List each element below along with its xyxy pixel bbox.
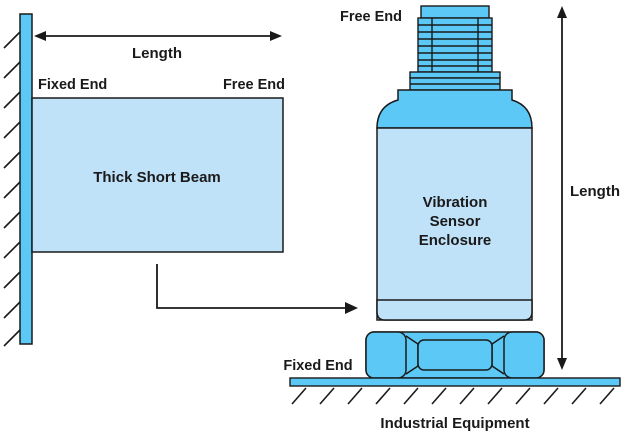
sensor-threaded-connector xyxy=(409,5,501,91)
sensor-length-label: Length xyxy=(570,183,620,200)
sensor-free-end-label: Free End xyxy=(340,9,402,25)
wall-hatching xyxy=(3,31,21,347)
fixed-wall xyxy=(19,13,33,345)
beam-length-arrow xyxy=(34,31,282,41)
sensor-length-arrow xyxy=(557,6,567,370)
enclosure-label-line2: Sensor xyxy=(430,213,481,230)
vibration-sensor-enclosure xyxy=(376,127,533,321)
sensor-fixed-end-label: Fixed End xyxy=(283,358,352,374)
beam-label: Thick Short Beam xyxy=(93,169,221,186)
ground-hatching xyxy=(291,387,615,405)
industrial-equipment-label: Industrial Equipment xyxy=(380,415,529,432)
enclosure-label-line3: Enclosure xyxy=(419,232,492,249)
thick-short-beam xyxy=(31,97,284,253)
sensor-bottom-rim xyxy=(376,299,533,321)
beam-length-label: Length xyxy=(132,45,182,62)
sensor-shoulder xyxy=(376,89,533,129)
industrial-equipment-plate xyxy=(289,377,621,387)
enclosure-label-line1: Vibration xyxy=(423,194,488,211)
beam-fixed-end-label: Fixed End xyxy=(38,77,107,93)
connector-arrow xyxy=(156,264,358,314)
beam-free-end-label: Free End xyxy=(223,77,285,93)
sensor-hex-nut xyxy=(365,331,545,379)
